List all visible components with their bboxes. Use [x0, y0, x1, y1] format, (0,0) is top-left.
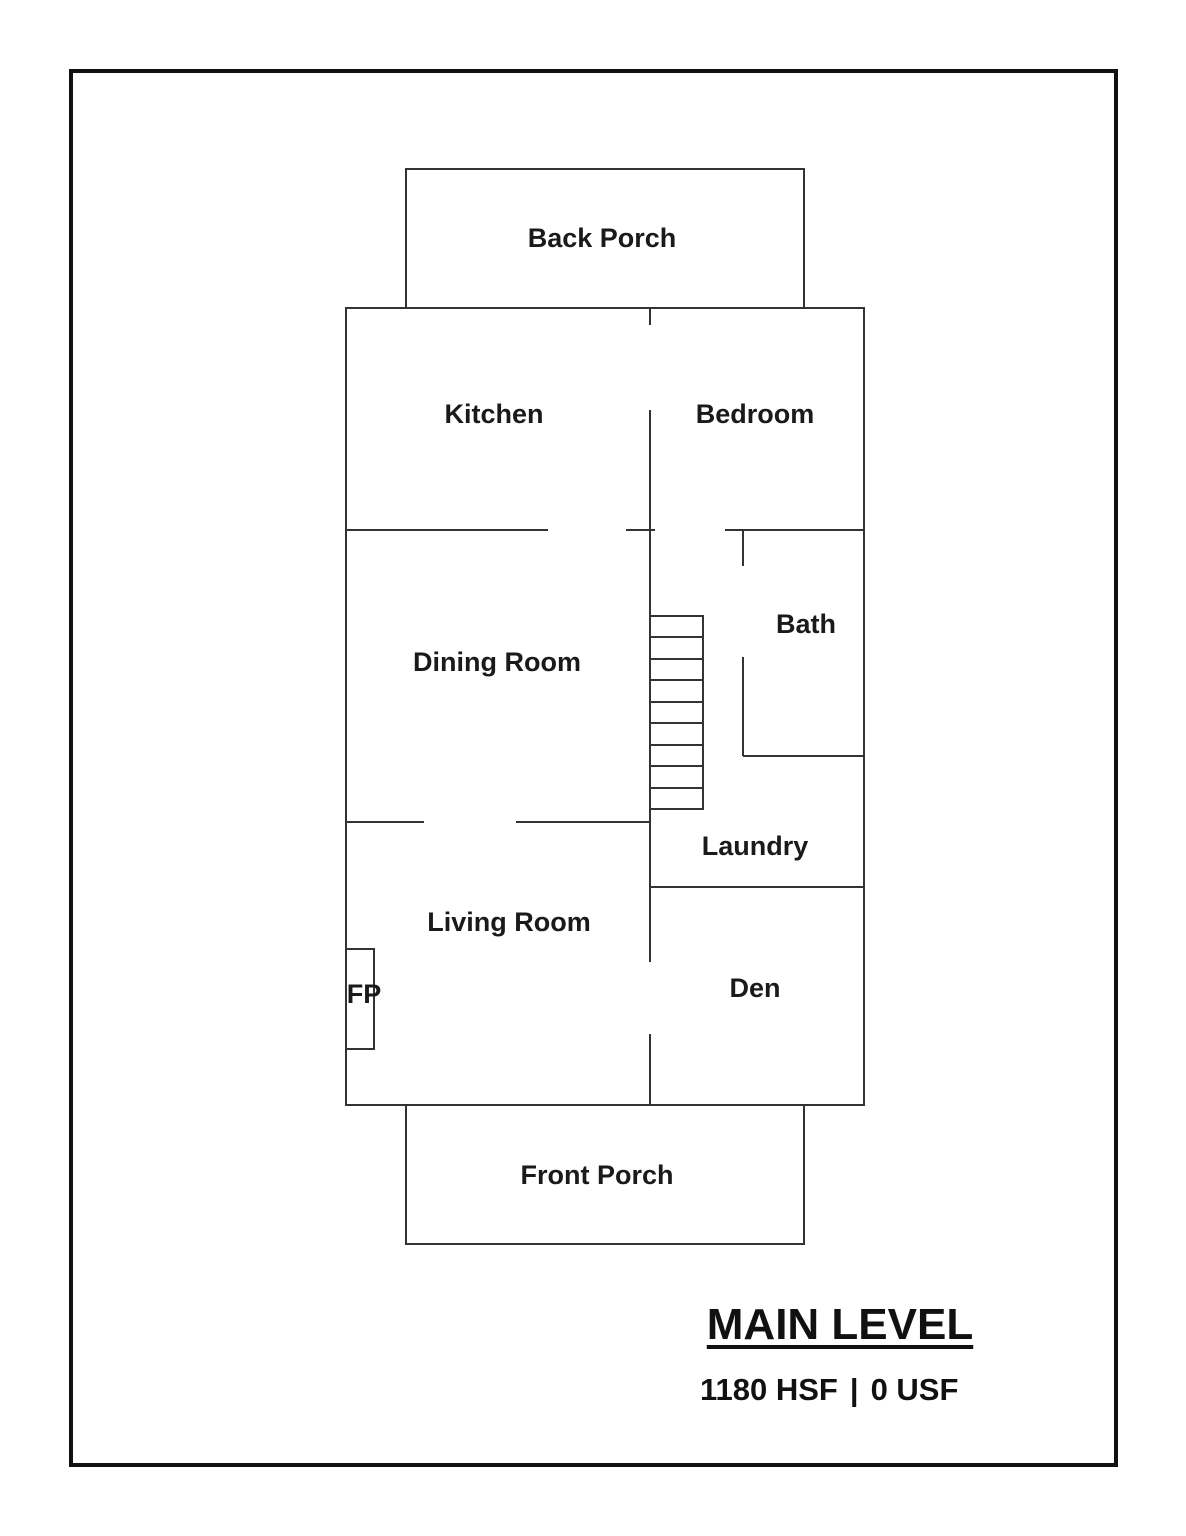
- bedroom-label: Bedroom: [696, 399, 815, 429]
- fireplace-label: FP: [347, 979, 382, 1009]
- living-room-label: Living Room: [427, 907, 591, 937]
- level-title: MAIN LEVEL: [706, 1300, 974, 1349]
- unheated-sf: 0 USF: [870, 1372, 959, 1407]
- kitchen-label: Kitchen: [444, 399, 543, 429]
- front-porch-label: Front Porch: [521, 1160, 674, 1190]
- page-border: [69, 69, 1118, 1467]
- heated-sf: 1180 HSF: [700, 1372, 838, 1407]
- stairs: [649, 615, 704, 810]
- dining-room-label: Dining Room: [413, 647, 581, 677]
- bath-label: Bath: [776, 609, 836, 639]
- laundry-label: Laundry: [702, 831, 809, 861]
- walls: [345, 168, 865, 1245]
- area-separator: |: [849, 1372, 859, 1407]
- front-porch-outline: [405, 1104, 805, 1245]
- fireplace-outline: [345, 948, 375, 1050]
- square-footage: 1180 HSF | 0 USF: [700, 1372, 990, 1408]
- stairs-outline: [649, 615, 704, 810]
- den-label: Den: [729, 973, 780, 1003]
- back-porch-label: Back Porch: [528, 223, 677, 253]
